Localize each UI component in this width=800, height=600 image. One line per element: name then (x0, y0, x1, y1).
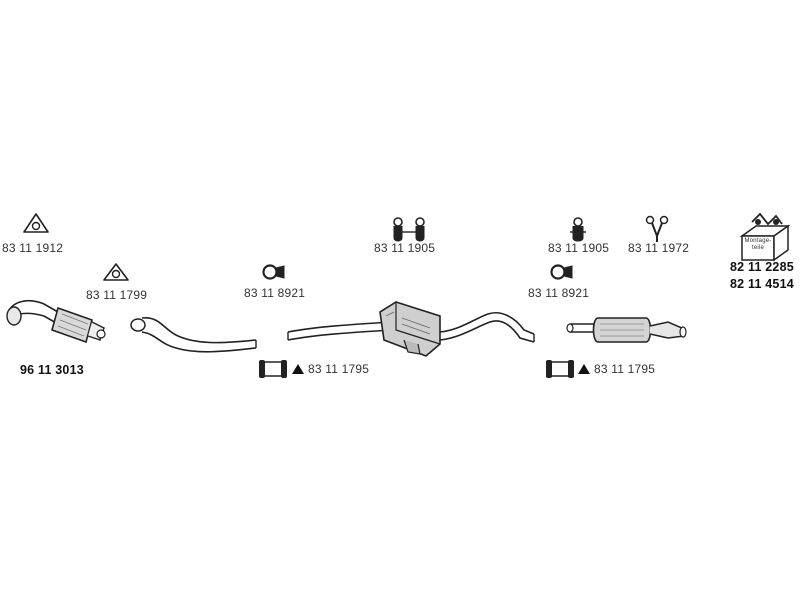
pipe-clamp-2-icon[interactable] (550, 264, 573, 280)
part-number-gasket-second: 83 11 1799 (86, 288, 148, 302)
part-number-v-hanger: 83 11 1972 (628, 241, 690, 255)
part-number-sleeve-front: 83 11 1795 (308, 362, 370, 376)
catalytic-converter-icon[interactable] (6, 299, 106, 344)
rubber-hanger-2-icon[interactable] (570, 217, 586, 242)
part-number-hanger-middle: 83 11 1905 (374, 241, 436, 255)
mounting-kit-label: Montage-teile (744, 238, 772, 251)
part-number-mounting-kit-b: 82 11 4514 (730, 277, 794, 291)
warning-triangle-icon (292, 364, 304, 374)
part-number-catalytic-converter: 96 11 3013 (20, 363, 84, 377)
part-number-hanger-rear: 83 11 1905 (548, 241, 610, 255)
pipe-clamp-icon[interactable] (262, 264, 285, 280)
rubber-hanger-icon[interactable] (393, 217, 425, 242)
center-silencer-icon[interactable] (287, 301, 535, 357)
rear-silencer-icon[interactable] (566, 317, 687, 343)
part-number-mounting-kit-a: 82 11 2285 (730, 260, 794, 274)
flange-gasket-2-icon[interactable] (103, 263, 129, 281)
part-number-clamp-front: 83 11 8921 (244, 286, 306, 300)
warning-triangle-2-icon (578, 364, 590, 374)
part-number-clamp-rear: 83 11 8921 (528, 286, 590, 300)
mounting-kit-box-icon[interactable] (739, 212, 791, 262)
part-number-gasket-top: 83 11 1912 (2, 241, 64, 255)
sleeve-connector-icon[interactable] (259, 360, 287, 378)
front-pipe-icon[interactable] (130, 317, 257, 353)
sleeve-connector-2-icon[interactable] (546, 360, 574, 378)
v-hanger-icon[interactable] (645, 215, 669, 243)
flange-gasket-icon[interactable] (23, 213, 49, 233)
part-number-sleeve-rear: 83 11 1795 (594, 362, 656, 376)
